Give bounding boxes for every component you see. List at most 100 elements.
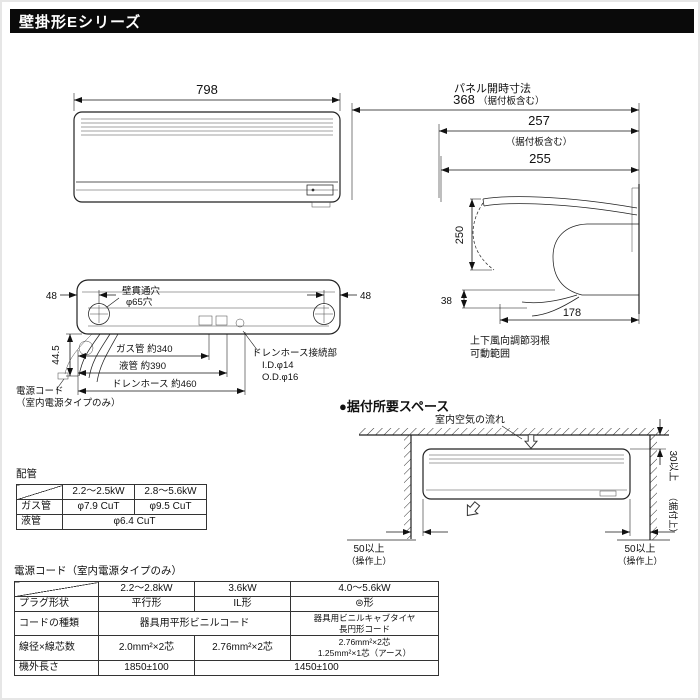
wire-size-2: 2.76mm²×2芯 (194, 635, 291, 661)
side-dim-250: 250 (454, 226, 466, 244)
plug-shape-1: 平行形 (98, 596, 195, 612)
wall-hole-label-line1: 壁貫通穴 (122, 285, 161, 297)
display-panel (306, 184, 334, 196)
top-clearance-value: 30以上 (667, 450, 679, 481)
cord-table: 2.2〜2.8kW 3.6kW 4.0〜5.6kW プラグ形状 平行形 IL形 … (14, 581, 439, 676)
left-clearance-value: 50以上 (353, 543, 384, 555)
external-length-row: 機外長さ 1850±100 1450±100 (14, 659, 439, 676)
bottom-dim-48-right: 48 (360, 291, 372, 302)
vane-note-line1: 上下風向調節羽根 (470, 334, 550, 347)
side-dim-368-note: （据付板含む） (478, 95, 545, 107)
cord-table-section: 電源コード（室内電源タイプのみ） 2.2〜2.8kW 3.6kW 4.0〜5.6… (14, 563, 439, 676)
vane-arc-1 (521, 294, 578, 304)
corner-piece (311, 201, 331, 208)
piping-table: 2.2〜2.5kW 2.8〜5.6kW ガス管 φ7.9 CuT φ9.5 Cu… (16, 484, 207, 530)
cord-table-title: 電源コード（室内電源タイプのみ） (14, 565, 182, 577)
power-cord-label-line2: （室内電源タイプのみ） (16, 397, 121, 409)
bottom-dim-44-5: 44.5 (51, 345, 62, 365)
wire-size-3: 2.76mm²×2芯 1.25mm²×1芯（アース） (290, 635, 439, 661)
bottom-view-drawing: 48 48 壁貫通穴 φ65穴 44.5 ガス管 約3 (16, 279, 372, 409)
plug-shape-row: プラグ形状 平行形 IL形 ⊜形 (14, 596, 439, 612)
cord-header-row: 2.2〜2.8kW 3.6kW 4.0〜5.6kW (14, 581, 439, 597)
side-view-drawing: パネル開時寸法 368 （据付板含む） 257 （据付板含む） 255 (351, 81, 640, 360)
liquid-pipe-label: 液管 (16, 514, 63, 530)
drain-conn-label-line2: I.D.φ14 (262, 360, 294, 371)
left-clearance-note: （操作上） (346, 555, 391, 566)
drain-conn-label-line3: O.D.φ16 (262, 372, 298, 383)
cord-type-row: コードの種類 器具用平形ビニルコード 器具用ビニルキャブタイヤ 長円形コード (14, 610, 439, 637)
pipes-and-hoses (57, 333, 119, 383)
panel-swing-arc (472, 202, 495, 271)
indoor-unit-bottom (76, 279, 341, 335)
cord-col-header-2: 3.6kW (194, 581, 291, 597)
power-plug (57, 372, 69, 380)
gas-pipe-small-value: φ7.9 CuT (62, 499, 135, 515)
piping-table-title: 配管 (16, 468, 37, 480)
ceiling-hatch (359, 428, 669, 435)
cord-type-3: 器具用ビニルキャブタイヤ 長円形コード (290, 610, 439, 637)
cord-type-12: 器具用平形ビニルコード (98, 610, 291, 637)
receiver-dot (311, 188, 315, 192)
liquid-pipe-value: φ6.4 CuT (62, 514, 207, 530)
gas-pipe-large-value: φ9.5 CuT (134, 499, 207, 515)
vane-arc-2 (531, 296, 580, 317)
page-title: 壁掛形Eシリーズ (19, 13, 142, 31)
side-dim-257: 257 (528, 113, 550, 128)
plug-shape-label: プラグ形状 (14, 596, 99, 612)
drain-hose-dim-label: ドレンホース 約460 (112, 378, 197, 390)
drain-connection (235, 318, 245, 328)
side-dim-368: 368 (453, 92, 475, 107)
left-wall-hatch (404, 435, 411, 539)
power-cord-label-line1: 電源コード (16, 386, 64, 397)
bottom-dim-48-left: 48 (46, 291, 58, 302)
liquid-pipe-row: 液管 φ6.4 CuT (16, 514, 207, 530)
side-dim-38: 38 (441, 296, 453, 307)
gas-pipe-row: ガス管 φ7.9 CuT φ9.5 CuT (16, 499, 207, 515)
installation-space-diagram: ●据付所要スペース 室内空気の流れ 50以上 （操作上） (339, 399, 679, 566)
right-clearance-note: （操作上） (617, 555, 662, 566)
cord-col-header-3: 4.0〜5.6kW (290, 581, 439, 597)
pipe-fitting-1 (198, 315, 213, 326)
pipe-fitting-2 (215, 315, 228, 326)
wire-size-3-line2: 1.25mm²×1芯（アース） (317, 647, 412, 658)
installation-space-heading: ●据付所要スペース (339, 399, 449, 414)
wire-size-row: 線径×線芯数 2.0mm²×2芯 2.76mm²×2芯 2.76mm²×2芯 1… (14, 635, 439, 661)
wire-size-1: 2.0mm²×2芯 (98, 635, 195, 661)
plug-shape-2: IL形 (194, 596, 291, 612)
external-length-1: 1850±100 (98, 659, 195, 676)
air-outflow-arrow (461, 498, 483, 521)
front-width-dim-label: 798 (196, 82, 218, 97)
airflow-label: 室内空気の流れ (435, 413, 505, 426)
right-clearance-value: 50以上 (624, 543, 655, 555)
cord-type-3-line1: 器具用ビニルキャブタイヤ (313, 613, 416, 623)
external-length-label: 機外長さ (14, 659, 99, 676)
air-inflow-arrow (524, 434, 538, 449)
side-profile (472, 184, 640, 317)
side-dim-255: 255 (529, 151, 551, 166)
right-wall-hatch (650, 435, 657, 540)
side-dim-257-note: （据付板含む） (506, 136, 573, 148)
cord-col-header-1: 2.2〜2.8kW (98, 581, 195, 597)
piping-table-section: 配管 2.2〜2.5kW 2.8〜5.6kW ガス管 φ7.9 CuT φ9.5… (16, 466, 207, 530)
piping-header-row: 2.2〜2.5kW 2.8〜5.6kW (16, 484, 207, 500)
panel-open-heading: パネル開時寸法 (454, 81, 531, 95)
cord-type-3-line2: 長円形コード (338, 623, 390, 634)
page-title-bar: 壁掛形Eシリーズ (10, 9, 694, 33)
drain-conn-label-line1: ドレンホース接続部 (252, 347, 337, 359)
indoor-unit-front (73, 111, 341, 203)
wire-size-label: 線径×線芯数 (14, 635, 99, 661)
inlet-grille-lines (81, 118, 333, 136)
piping-col-header-large: 2.8〜5.6kW (134, 484, 207, 500)
gas-pipe-label: ガス管 (16, 499, 63, 515)
cord-type-label: コードの種類 (14, 610, 99, 637)
liquid-pipe-dim-label: 液管 約390 (119, 360, 166, 372)
external-length-23: 1450±100 (194, 659, 439, 676)
gas-pipe-dim-label: ガス管 約340 (116, 343, 173, 355)
indoor-unit-installed (422, 448, 631, 500)
cord-corner-cell (14, 581, 99, 597)
piping-corner-cell (16, 484, 63, 500)
front-view-drawing: 798 (73, 82, 341, 208)
vane-note-line2: 可動範囲 (470, 347, 510, 360)
